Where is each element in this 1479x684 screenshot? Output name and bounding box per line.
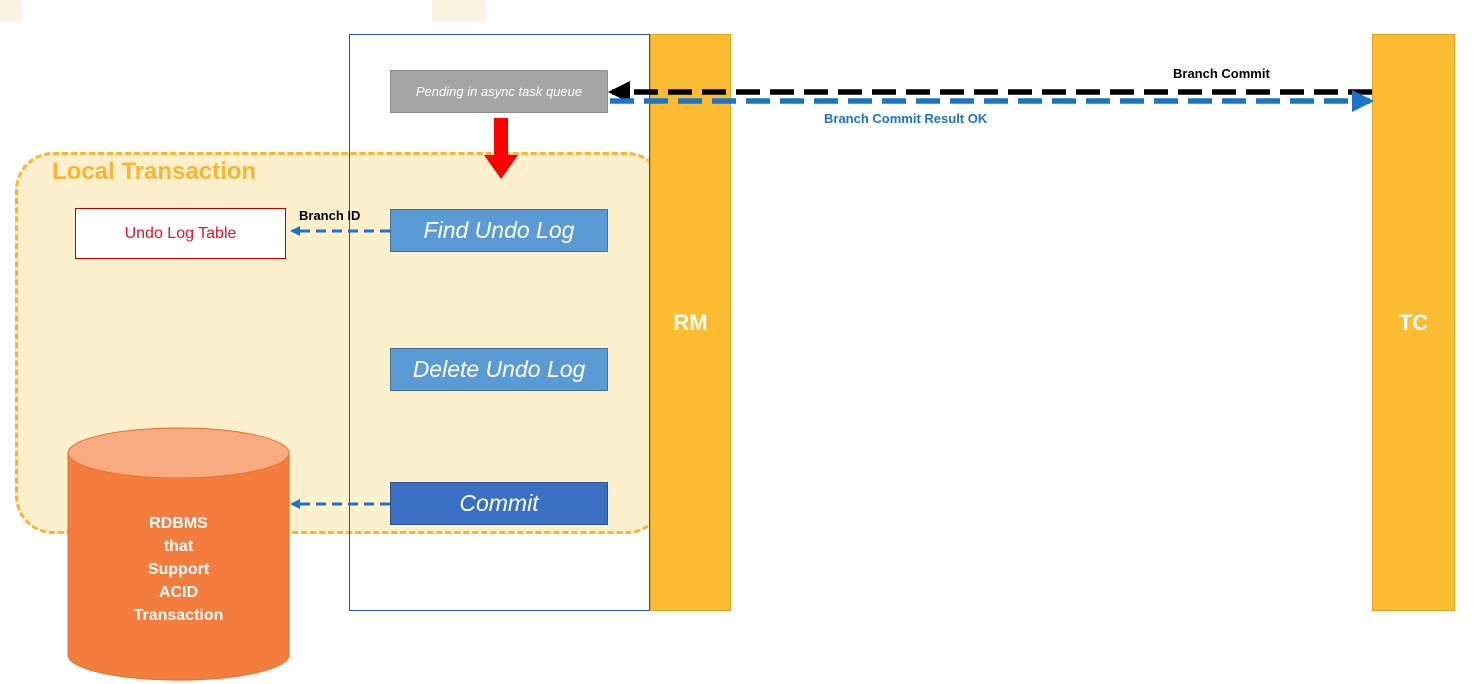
tc-bar: TC [1372,34,1455,611]
database-label-line: that [163,538,194,555]
database-cylinder [67,427,290,681]
commit-step: Commit [390,482,608,525]
pending-queue-box: Pending in async task queue [390,70,608,113]
database-label-line: RDBMS [149,515,208,532]
delete-undo-log-label: Delete Undo Log [412,356,586,382]
undo-log-table-label: Undo Log Table [124,224,237,242]
database-label: RDBMS that Support ACID Transaction [68,512,289,627]
pending-queue-label: Pending in async task queue [415,84,583,99]
delete-undo-log-step: Delete Undo Log [390,348,608,391]
undo-log-table: Undo Log Table [75,208,286,259]
find-undo-log-label: Find Undo Log [423,217,575,243]
red-down-arrow [484,118,518,179]
local-transaction-title: Local Transaction [52,158,257,185]
branch-commit-label: Branch Commit [1173,66,1270,81]
find-undo-log-step: Find Undo Log [390,209,608,252]
tc-label: TC [1398,309,1429,335]
commit-label: Commit [459,490,539,516]
corner-patch-left [0,0,22,22]
database-label-line: ACID [158,584,199,601]
corner-patch-mid [432,0,486,22]
database-label-line: Support [147,561,210,578]
database-label-line: Transaction [133,607,224,624]
rm-label: RM [673,309,708,335]
rm-bar: RM [650,34,731,611]
rm-process-frame [349,34,650,611]
branch-commit-result-label: Branch Commit Result OK [824,111,988,126]
branch-id-label: Branch ID [299,208,361,223]
